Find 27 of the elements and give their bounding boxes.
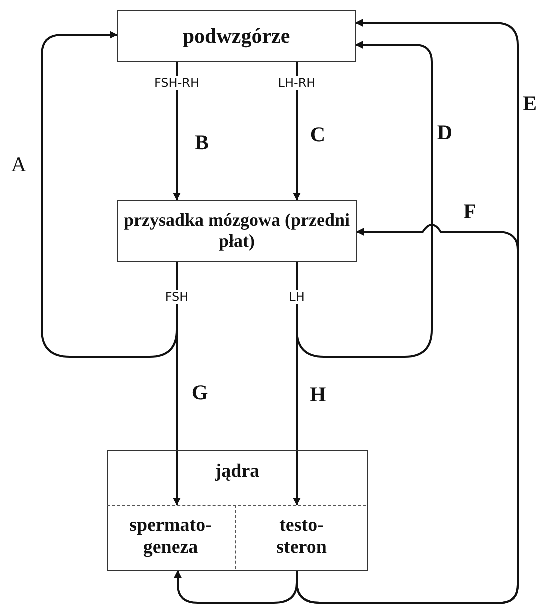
callout-letter: H (310, 382, 326, 408)
callout-letter: B (195, 130, 209, 156)
process-box (117, 10, 356, 62)
edge-label: LH-RH (277, 76, 317, 90)
edge-label: LH (288, 290, 306, 304)
callout-letter: F (464, 200, 476, 224)
callout-letter: G (192, 380, 208, 406)
node-label: spermato- geneza (128, 515, 213, 560)
edge-label: FSH (164, 290, 190, 304)
node-label: jądra (215, 461, 260, 483)
callout-letter: C (310, 122, 326, 148)
arrow (296, 224, 519, 604)
process-box (117, 200, 357, 262)
arrow (174, 570, 298, 604)
node-label: przysadka mózgowa (przedni płat) (123, 210, 351, 252)
arrow (173, 62, 181, 201)
arrow (296, 41, 433, 358)
node-label: testo- steron (276, 515, 328, 560)
organ-box (107, 450, 368, 571)
callout-letter: D (437, 120, 453, 146)
callout-letter: A (11, 152, 27, 178)
compartment-box (106, 504, 236, 569)
callout-letter: E (523, 92, 537, 116)
arrow (293, 62, 301, 201)
edge-label: FSH-RH (153, 76, 201, 90)
arrow (41, 31, 178, 358)
node-label: podwzgórze (182, 24, 290, 48)
